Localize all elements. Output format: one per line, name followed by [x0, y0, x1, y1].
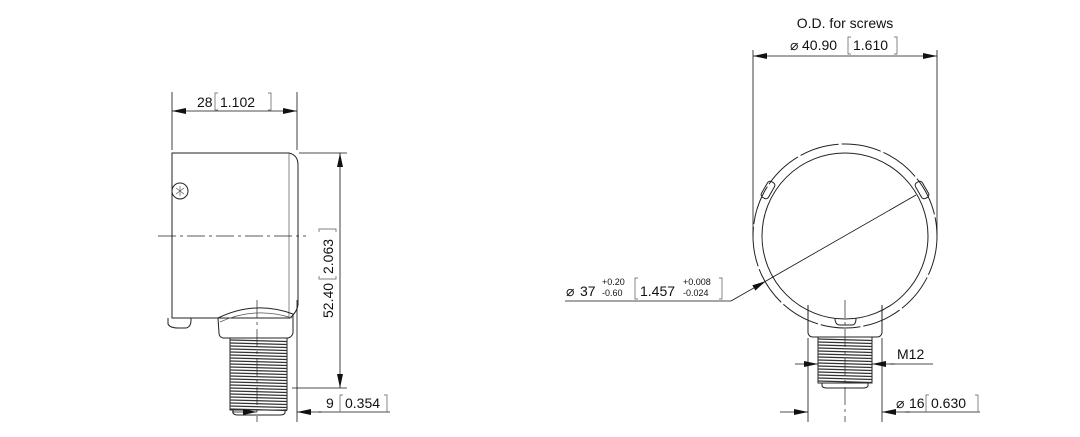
body-tol-minus: -0.60 — [602, 288, 623, 298]
housing-body — [171, 152, 299, 319]
screw-slot-right — [914, 180, 930, 200]
thread-line — [229, 384, 288, 388]
thread-line — [229, 408, 288, 412]
thread-line — [229, 342, 288, 346]
offset-dimension: 9 0.354 — [326, 394, 388, 413]
width-value: 28 — [197, 94, 213, 110]
housing-circle — [761, 152, 929, 320]
thread-line — [229, 393, 288, 397]
body-inch-tol-minus: -0.024 — [683, 288, 709, 298]
body-value: 37 — [580, 283, 596, 299]
thread-line — [229, 378, 288, 382]
diameter-symbol: ⌀ — [566, 283, 574, 299]
width-inch: 1.102 — [220, 94, 255, 110]
thread-line — [229, 405, 288, 409]
thread-line — [229, 363, 288, 367]
offset-inch: 0.354 — [345, 395, 380, 411]
thread-line — [229, 354, 288, 358]
front-view: O.D. for screws ⌀ 40.90 1.610 ⌀ 37 +0.20… — [565, 15, 980, 422]
offset-value: 9 — [326, 395, 334, 411]
body-diameter-dimension: ⌀ 37 +0.20 -0.60 1.457 +0.008 -0.024 — [566, 277, 723, 300]
thread-line — [229, 369, 288, 373]
thread-line — [229, 390, 288, 394]
connector-inch: 0.630 — [931, 395, 966, 411]
thread-line — [229, 345, 288, 349]
body-tol-plus: +0.20 — [602, 277, 625, 287]
od-dimension: ⌀ 40.90 1.610 — [790, 36, 898, 55]
thread-line — [229, 348, 288, 352]
connector-nut — [217, 307, 294, 339]
thread-line — [229, 387, 288, 391]
thread-line — [229, 381, 288, 385]
thread-line — [229, 339, 288, 343]
bottom-foot — [167, 318, 192, 329]
height-value: 52.40 — [320, 283, 336, 318]
thread-line — [229, 351, 288, 355]
height-dimension: 52.40 2.063 — [318, 228, 337, 318]
thread-line — [817, 377, 873, 381]
thread-line — [229, 402, 288, 406]
screw-slot-left — [760, 180, 776, 200]
thread-line — [229, 372, 288, 376]
body-inch: 1.457 — [640, 283, 675, 299]
thread-line — [817, 356, 873, 360]
od-label: O.D. for screws — [797, 15, 893, 31]
thread-line — [229, 396, 288, 400]
thread-line — [229, 360, 288, 364]
connector-thread — [229, 337, 288, 416]
body-inch-tol-plus: +0.008 — [683, 277, 711, 287]
thread-line — [229, 357, 288, 361]
od-inch: 1.610 — [853, 37, 888, 53]
thread-line — [817, 347, 873, 351]
side-view: 28 1.102 52.40 2.063 9 0.354 — [158, 92, 390, 422]
connector-value: 16 — [909, 395, 925, 411]
diameter-symbol: ⌀ — [790, 37, 798, 53]
thread-line — [229, 399, 288, 403]
thread-line — [229, 366, 288, 370]
thread-line — [817, 353, 873, 357]
od-value: 40.90 — [802, 37, 837, 53]
width-dimension: 28 1.102 — [197, 92, 272, 111]
height-inch: 2.063 — [320, 239, 336, 274]
thread-line — [229, 375, 288, 379]
thread-label: M12 — [897, 346, 924, 362]
connector-diameter-dimension: ⌀ 16 0.630 — [896, 394, 979, 413]
screw-icon — [171, 182, 189, 200]
diameter-symbol: ⌀ — [896, 395, 904, 411]
